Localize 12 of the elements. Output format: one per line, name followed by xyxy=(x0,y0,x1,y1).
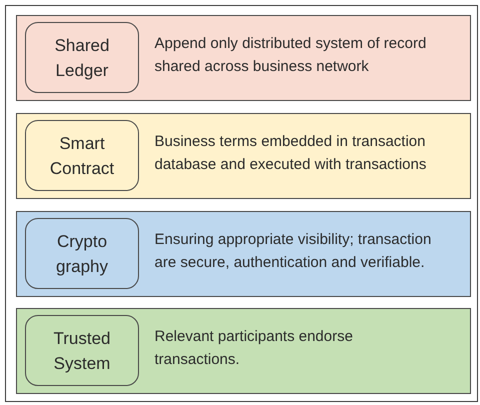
category-band xyxy=(16,112,470,198)
category-band xyxy=(16,14,470,100)
category-band xyxy=(16,210,470,296)
description-text: Relevant participants endorse transactions. xyxy=(154,326,354,370)
category-band xyxy=(16,308,470,394)
description-text: Business terms embedded in transaction database and executed with transactions xyxy=(154,132,428,174)
term-box: Trusted System xyxy=(25,315,139,386)
term-box: Shared Ledger xyxy=(25,22,139,93)
description-text: Append only distributed system of record shared across business network xyxy=(154,34,428,76)
term-box: Crypto graphy xyxy=(25,218,139,289)
description-text: Ensuring appropriate visibility; transaction are secure, authentication and verifiable. xyxy=(154,230,432,272)
term-box: Smart Contract xyxy=(25,120,139,191)
